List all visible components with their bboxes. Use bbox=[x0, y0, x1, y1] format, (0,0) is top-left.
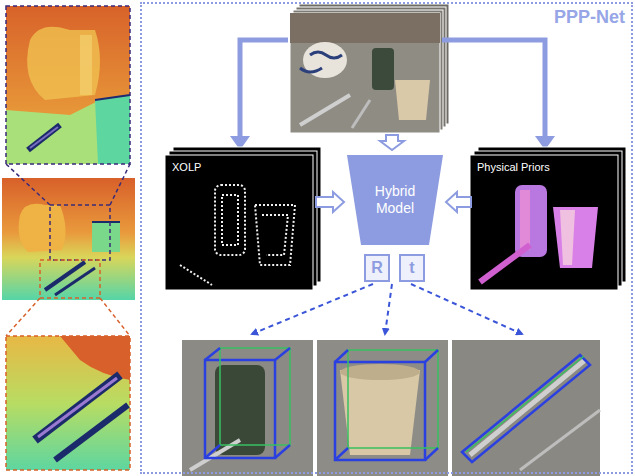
zoom-leader-lines bbox=[6, 164, 130, 336]
result-crop-cup bbox=[317, 340, 448, 476]
feature-image-panel: XOLP bbox=[167, 157, 315, 292]
feature-image-panel: Physical Priors bbox=[472, 157, 620, 292]
hybrid-model-trapezoid: Hybrid Model bbox=[345, 153, 445, 247]
panel-label: Physical Priors bbox=[477, 161, 550, 173]
output-symbol: t bbox=[409, 259, 414, 277]
output-arrows bbox=[252, 284, 522, 334]
model-label: Hybrid Model bbox=[363, 183, 427, 217]
framework-panel: PPP-NetXOLP Hybrid Model Physical PriorsRt bbox=[140, 2, 633, 474]
hollow-arrow bbox=[316, 192, 344, 212]
output-symbol: R bbox=[371, 259, 383, 277]
result-crop-knife bbox=[452, 340, 600, 476]
hollow-arrow bbox=[446, 192, 471, 212]
output-box: t bbox=[399, 254, 425, 282]
xolp-image-stack bbox=[165, 147, 321, 290]
framework-title: PPP-Net bbox=[554, 7, 625, 28]
hollow-arrow-down bbox=[380, 135, 404, 150]
panel-label: XOLP bbox=[172, 161, 201, 173]
output-box: R bbox=[364, 254, 390, 282]
depth-crop-bottom bbox=[6, 336, 130, 470]
physical-priors-stack bbox=[470, 147, 626, 290]
result-crop-bottle bbox=[182, 340, 313, 476]
branch-arrows bbox=[240, 40, 545, 138]
rgb-image-stack bbox=[290, 4, 449, 133]
depth-crop-top bbox=[6, 6, 130, 164]
